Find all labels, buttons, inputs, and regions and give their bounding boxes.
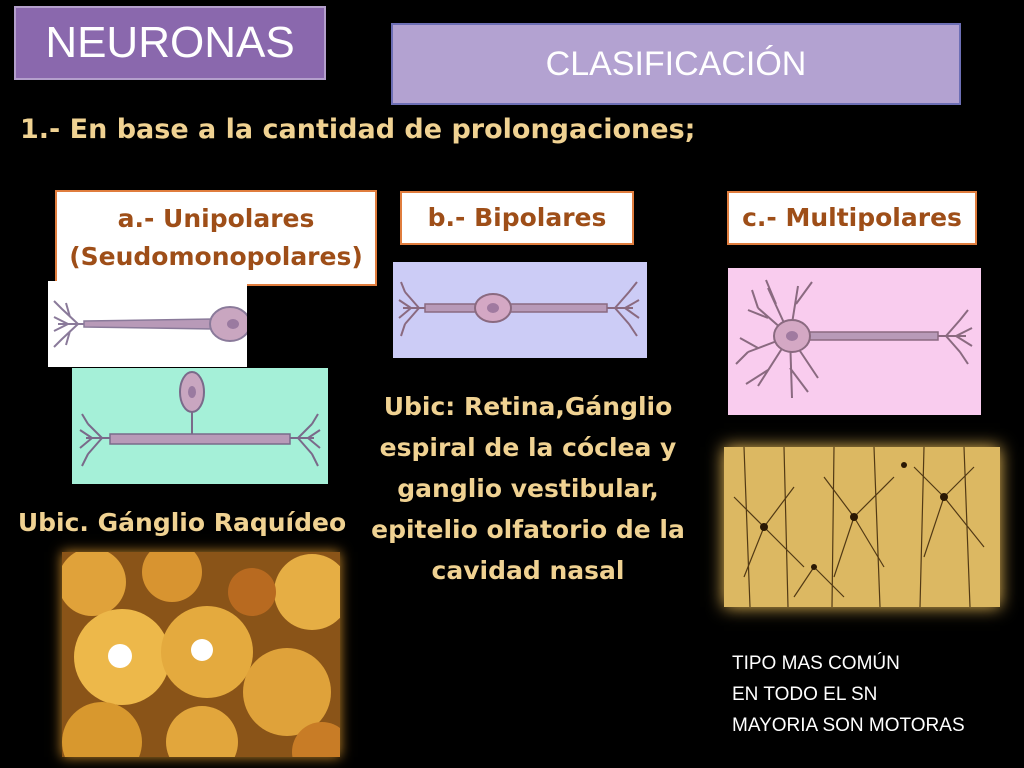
bipolar-location-line-5: cavidad nasal	[431, 556, 625, 585]
unipolar-neuron-diagram-1	[48, 281, 247, 367]
pseudounipolar-neuron-diagram	[72, 368, 328, 484]
bipolar-location-line-4: epitelio olfatorio de la	[371, 515, 685, 544]
classification-heading: 1.- En base a la cantidad de prolongacio…	[20, 114, 696, 145]
note-line-1: TIPO MAS COMÚN	[732, 653, 900, 674]
bipolar-neuron-diagram	[393, 262, 647, 358]
multipolar-note: TIPO MAS COMÚN EN TODO EL SN MAYORIA SON…	[732, 648, 965, 741]
bipolar-location-line-2: espiral de la cóclea y	[379, 433, 677, 462]
note-line-3: MAYORIA SON MOTORAS	[732, 715, 965, 736]
bipolar-location: Ubic: Retina,Gánglio espiral de la cócle…	[362, 386, 694, 591]
unipolar-label: a.- Unipolares (Seudomonopolares)	[55, 190, 377, 286]
unipolar-label-line2: (Seudomonopolares)	[69, 242, 363, 271]
slide-subtitle: CLASIFICACIÓN	[391, 23, 961, 105]
unipolar-location: Ubic. Gánglio Raquídeo	[17, 508, 347, 537]
note-line-2: EN TODO EL SN	[732, 684, 878, 705]
multipolar-neuron-diagram	[728, 268, 981, 415]
multipolar-label: c.- Multipolares	[727, 191, 977, 245]
bipolar-label: b.- Bipolares	[400, 191, 634, 245]
spinal-ganglion-micrograph	[62, 552, 340, 757]
multipolar-neuron-micrograph	[724, 447, 1000, 607]
bipolar-location-line-1: Ubic: Retina,Gánglio	[383, 392, 673, 421]
bipolar-location-line-3: ganglio vestibular,	[397, 474, 659, 503]
slide-title: NEURONAS	[14, 6, 326, 80]
unipolar-label-line1: a.- Unipolares	[117, 204, 315, 233]
